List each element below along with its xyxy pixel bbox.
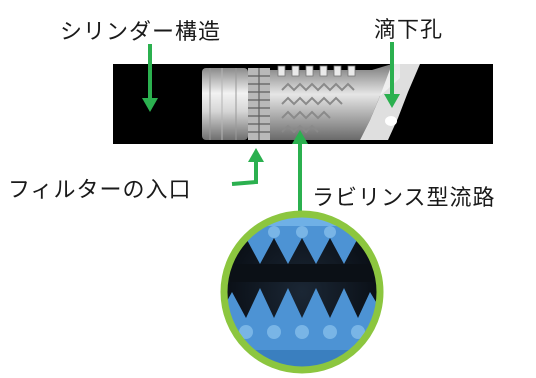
arrow-labyrinth <box>292 130 308 218</box>
drip-hole <box>385 116 397 126</box>
label-cylinder-structure: シリンダー構造 <box>60 20 222 45</box>
label-labyrinth-channel: ラビリンス型流路 <box>312 186 496 211</box>
arrow-drip-hole <box>384 42 400 108</box>
cylinder-cap <box>202 68 248 140</box>
label-filter-inlet: フィルターの入口 <box>8 178 192 203</box>
label-drip-hole: 滴下孔 <box>374 18 444 43</box>
emitter-insert <box>202 64 420 140</box>
arrow-filter-inlet <box>231 148 264 186</box>
labyrinth-pattern <box>281 82 355 134</box>
lens-ring <box>220 210 384 374</box>
magnified-labyrinth-lens <box>220 210 384 374</box>
filter-grid <box>248 68 270 140</box>
arrow-cylinder <box>142 44 158 112</box>
emitter-body <box>270 64 400 140</box>
